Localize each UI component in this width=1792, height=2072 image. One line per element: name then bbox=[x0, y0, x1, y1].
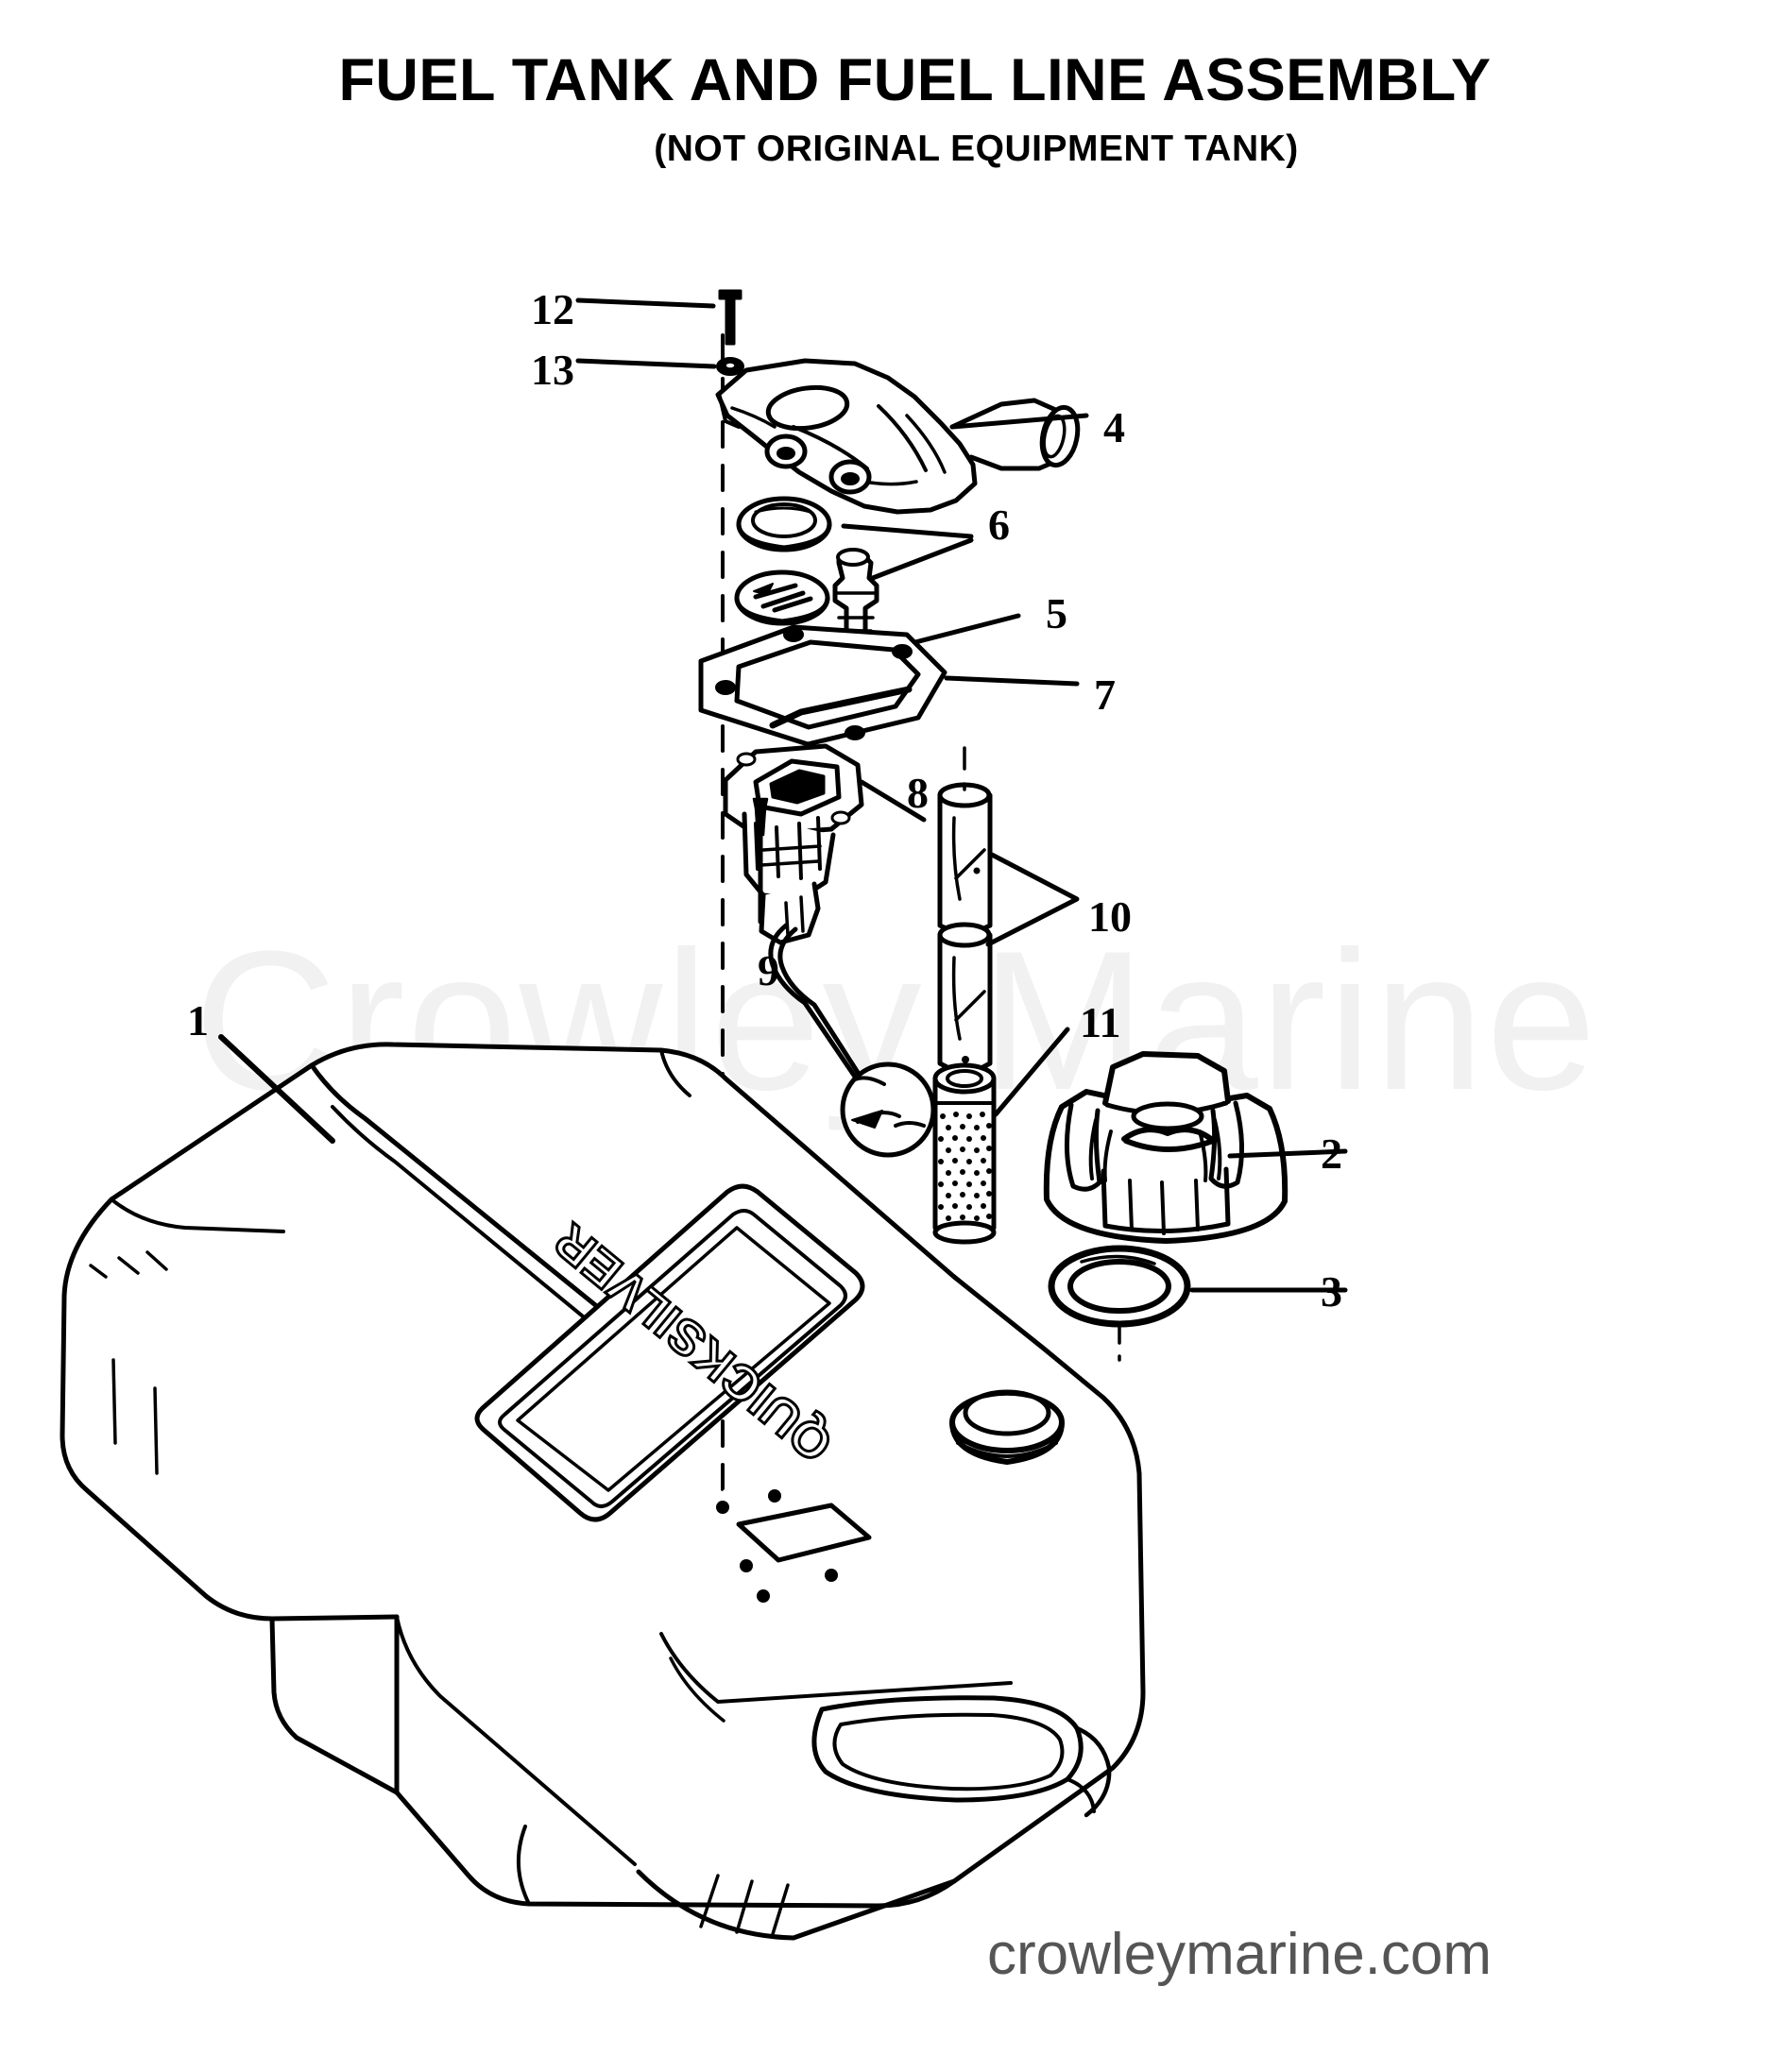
part-11-filter-screen bbox=[932, 1062, 997, 1245]
leader-4 bbox=[949, 413, 1089, 430]
callout-8: 8 bbox=[907, 769, 929, 817]
callout-13: 13 bbox=[531, 346, 574, 394]
part-3-cap-gasket bbox=[1048, 1245, 1191, 1328]
callout-11: 11 bbox=[1080, 998, 1121, 1046]
float-ball bbox=[840, 1061, 936, 1158]
callout-4: 4 bbox=[1103, 403, 1125, 451]
part-10-hose-upper bbox=[937, 782, 993, 940]
callout-6: 6 bbox=[988, 501, 1010, 549]
leader-13 bbox=[575, 358, 717, 369]
part-7-gasket bbox=[698, 624, 947, 747]
callout-9: 9 bbox=[758, 946, 779, 994]
leader-1 bbox=[218, 1034, 335, 1144]
part-8-pickup-sender bbox=[723, 743, 864, 945]
part-6-oring bbox=[736, 496, 832, 552]
leader-2 bbox=[1227, 1148, 1348, 1159]
leader-10 bbox=[985, 852, 1080, 947]
part-13-washer bbox=[716, 357, 744, 376]
callout-2: 2 bbox=[1321, 1129, 1342, 1178]
page-title: FUEL TANK AND FUEL LINE ASSEMBLY bbox=[338, 47, 1492, 113]
callout-1: 1 bbox=[187, 996, 209, 1044]
leader-7 bbox=[944, 675, 1080, 687]
part-4-connector-body bbox=[715, 358, 1081, 515]
leader-11 bbox=[993, 1027, 1070, 1117]
part-2-fuel-cap bbox=[1043, 1051, 1289, 1244]
watermark-url: crowleymarine.com bbox=[987, 1922, 1493, 1987]
part-10-hose-lower bbox=[937, 922, 993, 1079]
callout-5: 5 bbox=[1046, 589, 1067, 637]
callout-12: 12 bbox=[531, 285, 574, 333]
callout-7: 7 bbox=[1094, 671, 1116, 719]
leader-12 bbox=[575, 297, 716, 309]
part-5-nipple bbox=[832, 548, 879, 664]
part-1-fuel-tank bbox=[60, 1042, 1146, 1941]
tank-sender-pad bbox=[716, 1489, 872, 1603]
title-block: FUEL TANK AND FUEL LINE ASSEMBLY (NOT OR… bbox=[0, 49, 1792, 170]
tank-handle-recess bbox=[811, 1695, 1112, 1818]
leader-6-a bbox=[841, 523, 974, 539]
float-arm-rod bbox=[768, 923, 864, 1081]
leader-8 bbox=[859, 779, 927, 823]
part-9-screw bbox=[752, 797, 769, 837]
callout-3: 3 bbox=[1321, 1267, 1342, 1316]
part-12-screw bbox=[718, 289, 742, 346]
page-subtitle: (NOT ORIGINAL EQUIPMENT TANK) bbox=[654, 128, 1299, 170]
tank-filler-neck bbox=[949, 1389, 1065, 1465]
callout-10: 10 bbox=[1088, 892, 1132, 941]
part-6-washer bbox=[734, 569, 830, 626]
